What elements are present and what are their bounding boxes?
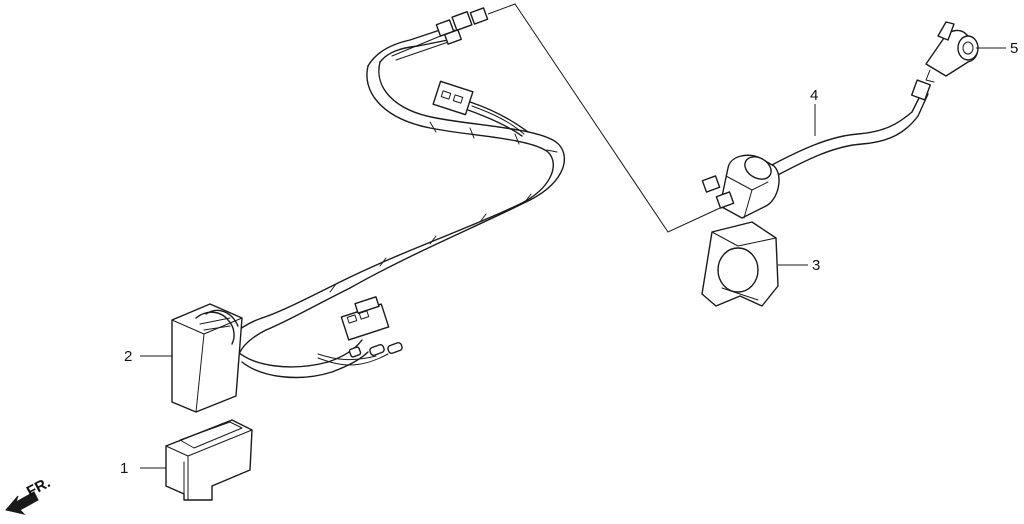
module-holder xyxy=(165,419,253,501)
callout-4: 4 xyxy=(810,87,818,104)
wire-harness xyxy=(227,7,565,379)
callout-3: 3 xyxy=(812,257,820,274)
front-direction-indicator: FR. xyxy=(5,474,53,515)
front-arrow-icon xyxy=(5,491,39,515)
spark-plug-cap xyxy=(925,21,979,83)
callout-5: 5 xyxy=(1010,40,1018,57)
leader-lines xyxy=(140,47,1006,469)
callout-2: 2 xyxy=(124,348,132,365)
reference-line xyxy=(487,3,721,233)
ignition-module xyxy=(171,303,243,413)
ignition-coil xyxy=(701,79,932,219)
callout-1: 1 xyxy=(120,460,128,477)
coil-clamp xyxy=(701,221,779,307)
